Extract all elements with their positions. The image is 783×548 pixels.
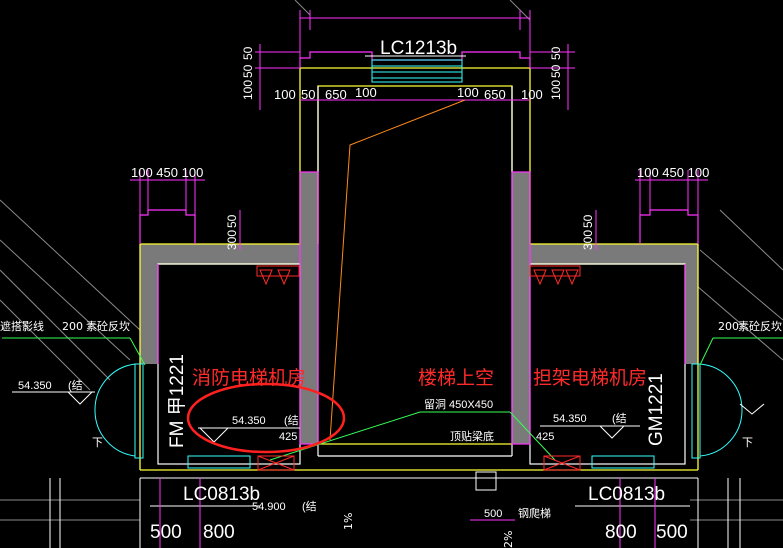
hole-note: 留洞 450X450 — [424, 398, 493, 411]
dim-row-650-right: 650 — [484, 87, 506, 102]
top-dimension-lines — [255, 10, 575, 110]
slope-note-2: 2% — [502, 531, 515, 548]
lifting-hooks — [256, 265, 581, 286]
window-bottom-right-label: LC0813b — [588, 484, 665, 505]
yellow-outlines — [139, 67, 699, 471]
dim-right-100: 100 — [549, 80, 563, 100]
dim-bottom-500-center: 500 — [484, 508, 502, 520]
green-leaders — [2, 337, 783, 461]
jie-left-inside: (结 — [284, 414, 299, 427]
dim-right-50: 50 — [581, 214, 595, 228]
ladder-note: 钢爬梯 — [518, 507, 551, 520]
beam-note: 顶贴梁底 — [450, 429, 494, 443]
note-left-200: 200 — [62, 320, 83, 333]
x-hatch-boxes — [257, 455, 581, 471]
note-right-200: 200 — [718, 320, 739, 333]
highlight-ellipse — [186, 382, 346, 454]
note-left-line: 遮搭影线 — [0, 319, 44, 333]
dim-right-50b: 50 — [549, 64, 563, 78]
jie-right-inside: (结 — [612, 412, 627, 425]
note-left-fill: 素砼反坎 — [86, 320, 130, 333]
room-label-center: 楼梯上空 — [418, 367, 494, 389]
elev-left-outside: 54.350 — [18, 380, 52, 392]
door-label-right: GM1221 — [646, 373, 667, 446]
dim-row-100-left: 100 — [274, 87, 296, 102]
window-bottom-left-label: LC0813b — [183, 484, 260, 505]
dim-right-300: 300 — [581, 230, 595, 250]
jie-bottom: (结 — [302, 500, 317, 513]
inner-walls — [157, 86, 686, 465]
dim-bottom-500-right: 500 — [656, 522, 688, 543]
dim-row-100-right: 100 — [521, 87, 543, 102]
dim-left-50: 50 — [225, 214, 239, 228]
dim-row-100-right-center: 100 — [457, 85, 479, 100]
dim-left-group: 100 450 100 — [131, 165, 203, 180]
background-lines — [0, 0, 783, 521]
window-top-label: LC1213b — [380, 38, 457, 59]
dim-row-100-left-center: 100 — [355, 85, 377, 100]
dim-row-650-left: 650 — [325, 87, 347, 102]
bottom-dimension-lines — [159, 478, 656, 548]
note-right-fill: 素砼反坎 — [738, 320, 782, 333]
dim-top-50a: 50 — [241, 46, 255, 60]
dim-right-50a: 50 — [549, 46, 563, 60]
leader-lines — [329, 99, 466, 441]
dim-bottom-800-right: 800 — [605, 522, 637, 543]
dim-row-50-left: 50 — [301, 87, 315, 102]
side-dimension-lines — [130, 170, 708, 250]
wall-fills — [140, 172, 698, 444]
jie-left-outside: (结 — [68, 379, 83, 392]
dim-left-300: 300 — [225, 230, 239, 250]
elev-left-inside: 54.350 — [232, 415, 266, 427]
dim-bottom-800-left: 800 — [203, 522, 235, 543]
elev-right-inside: 54.350 — [553, 413, 587, 425]
elev-bottom: 54.900 — [252, 501, 286, 513]
down-right: 下 — [742, 436, 753, 449]
elevation-markers — [12, 391, 765, 443]
offset-right: 425 — [536, 431, 554, 443]
room-label-right: 担架电梯机房 — [533, 367, 647, 389]
magenta-outlines — [139, 51, 699, 445]
offset-left: 425 — [279, 431, 297, 443]
bottom-structure — [49, 471, 741, 548]
door-swings — [94, 363, 743, 469]
dim-top-100a: 100 — [241, 80, 255, 100]
dim-right-group: 100 450 100 — [637, 165, 709, 180]
slope-note: 1% — [342, 513, 355, 530]
door-label-left: FM 甲1221 — [167, 354, 188, 448]
down-left: 下 — [92, 436, 103, 449]
window-top — [371, 59, 463, 83]
dim-bottom-500-left: 500 — [150, 522, 182, 543]
dim-top-50b: 50 — [241, 64, 255, 78]
